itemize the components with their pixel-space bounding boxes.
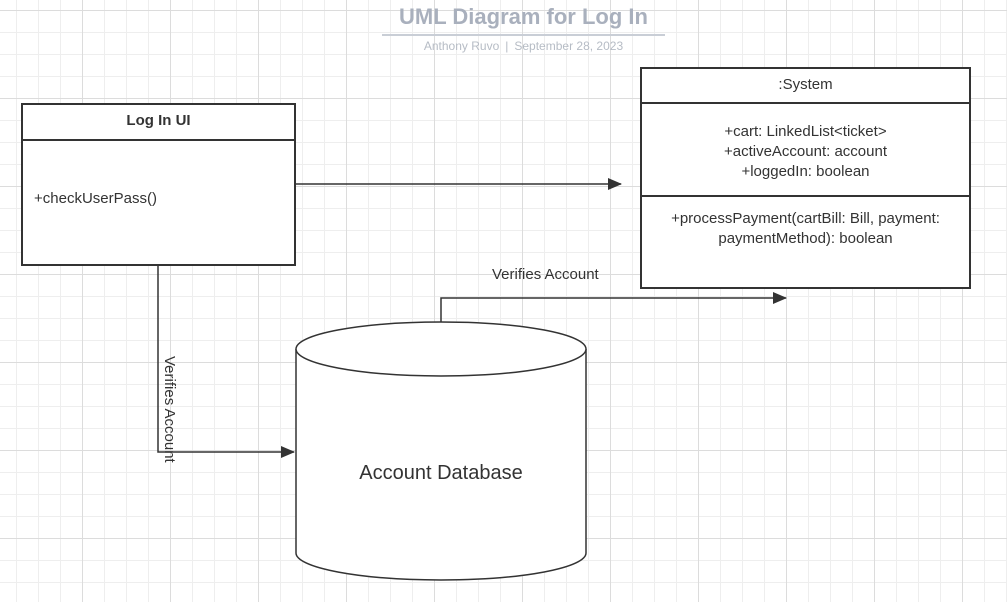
diagram-date: September 28, 2023	[514, 39, 624, 53]
subtitle-separator: |	[505, 39, 509, 53]
diagram-subtitle: Anthony Ruvo | September 28, 2023	[382, 39, 665, 53]
login-ui-class-name: Log In UI	[23, 105, 294, 141]
account-database-label: Account Database	[359, 462, 523, 484]
system-class-name: :System	[642, 69, 969, 104]
attribute-cart: +cart: LinkedList<ticket>	[724, 123, 887, 140]
login-to-database-arrow[interactable]	[157, 266, 295, 458]
account-database-cylinder[interactable]	[295, 321, 587, 581]
login-ui-class[interactable]: Log In UI +checkUserPass()	[21, 103, 296, 266]
verifies-account-label-top: Verifies Account	[492, 266, 599, 283]
attribute-logged-in: +loggedIn: boolean	[741, 163, 870, 180]
login-ui-operations: +checkUserPass()	[23, 141, 294, 209]
system-class[interactable]: :System +cart: LinkedList<ticket> +activ…	[640, 67, 971, 289]
author-name: Anthony Ruvo	[423, 39, 500, 53]
diagram-title: UML Diagram for Log In	[382, 4, 665, 36]
verifies-account-label-vertical: Verifies Account	[161, 356, 178, 463]
system-attributes: +cart: LinkedList<ticket> +activeAccount…	[642, 104, 969, 197]
database-to-system-arrow[interactable]	[440, 292, 787, 322]
operation-process-payment-line2: paymentMethod): boolean	[718, 230, 893, 247]
attribute-active-account: +activeAccount: account	[723, 143, 887, 160]
operation-check-user-pass: +checkUserPass()	[34, 190, 157, 207]
operation-process-payment-line1: +processPayment(cartBill: Bill, payment:	[671, 210, 940, 227]
system-operations: +processPayment(cartBill: Bill, payment:…	[642, 197, 969, 249]
